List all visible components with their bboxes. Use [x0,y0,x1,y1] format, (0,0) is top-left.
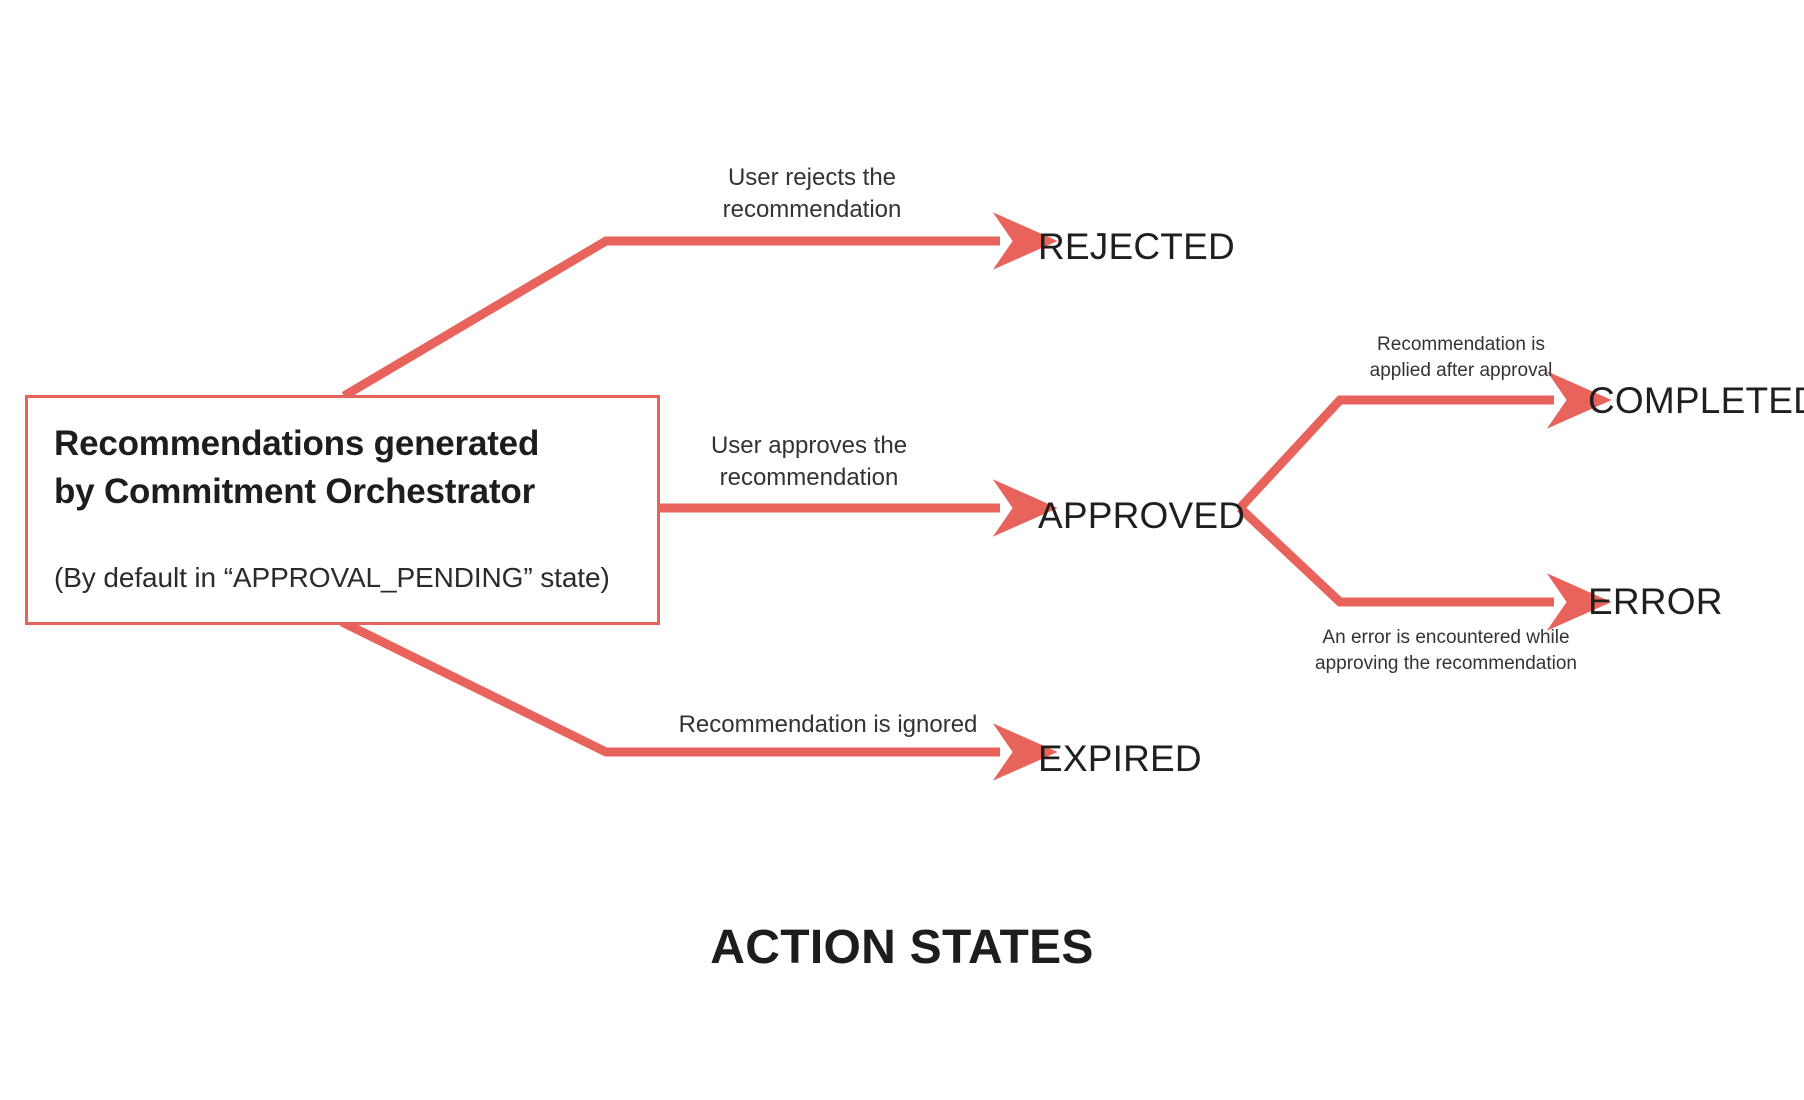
edge-label-to-approved-line2: recommendation [719,464,899,492]
edge-label-to-rejected-line1: User rejects the [727,164,897,191]
edge-label-to-approved: User approves the recommendation [700,430,918,495]
edge-label-to-expired: Recommendation is ignored [662,709,994,741]
edge-approved-to-completed [1236,371,1612,512]
source-node: Recommendations generated by Commitment … [25,395,660,625]
edge-label-to-error: An error is encountered while approving … [1310,625,1582,676]
edge-source-to-rejected [341,212,1058,400]
edge-label-to-rejected: User rejects the recommendation [712,162,912,227]
edge-label-to-approved-line1: User approves the [710,432,908,459]
edge-label-to-completed-line2: applied after approval [1369,359,1553,381]
state-node-rejected: REJECTED [1038,226,1235,267]
state-node-completed: COMPLETED [1588,380,1804,421]
edge-source-to-expired [340,617,1058,781]
source-node-title-line2: by Commitment Orchestrator [54,472,536,512]
edge-label-to-completed: Recommendation is applied after approval [1368,332,1554,383]
edge-label-to-completed-line1: Recommendation is [1377,334,1545,355]
state-node-expired: EXPIRED [1038,738,1202,779]
edge-label-to-error-line2: approving the recommendation [1315,652,1577,674]
source-node-title-line1: Recommendations generated [54,424,540,463]
state-node-error: ERROR [1588,581,1723,622]
source-node-title: Recommendations generated by Commitment … [54,420,631,517]
edge-label-to-expired-line1: Recommendation is ignored [678,711,978,738]
edge-approved-to-error [1236,504,1612,631]
diagram-title: ACTION STATES [710,921,1094,974]
state-node-approved: APPROVED [1038,495,1246,536]
edge-label-to-error-line1: An error is encountered while [1322,627,1570,648]
edge-label-to-rejected-line2: recommendation [722,196,902,224]
source-node-subtitle: (By default in “APPROVAL_PENDING” state) [54,562,610,593]
